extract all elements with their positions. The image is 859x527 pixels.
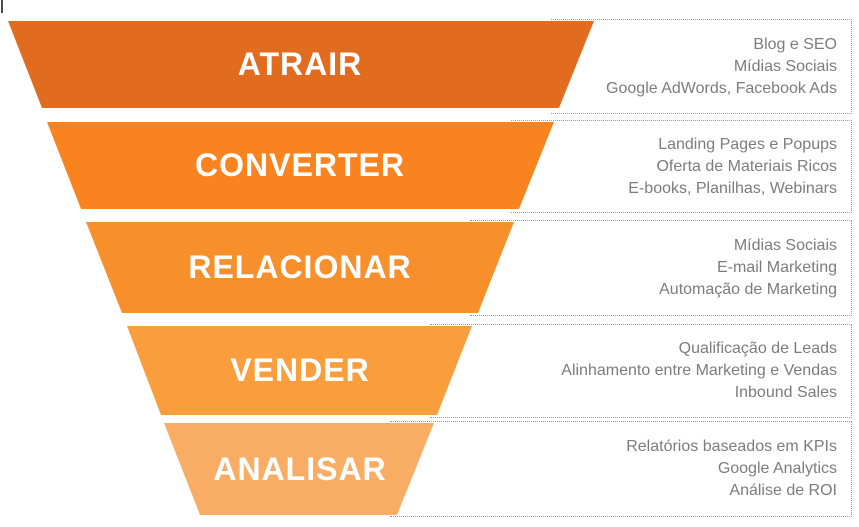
funnel-stage-label: CONVERTER — [195, 147, 405, 183]
note-line: Blog e SEO — [753, 35, 837, 53]
note-line: Inbound Sales — [734, 384, 837, 401]
funnel-stage-atrair: ATRAIR — [8, 21, 594, 108]
funnel-stage-relacionar: RELACIONAR — [86, 222, 514, 313]
funnel-stage-label: RELACIONAR — [188, 249, 412, 285]
stray-mark — [1, 0, 3, 13]
stage-notes-analisar: Relatórios baseados em KPIs Google Analy… — [390, 421, 852, 517]
note-line: Qualificação de Leads — [678, 340, 837, 357]
funnel-stage-vender: VENDER — [127, 326, 472, 415]
funnel-stage-label: VENDER — [230, 352, 370, 388]
note-line: Mídias Sociais — [733, 57, 837, 75]
note-line: Landing Pages e Popups — [658, 135, 837, 153]
note-line: Alinhamento entre Marketing e Vendas — [561, 362, 837, 379]
note-line: Google Analytics — [717, 460, 837, 477]
note-line: Análise de ROI — [729, 482, 837, 499]
funnel-stage-label: ATRAIR — [237, 46, 363, 82]
stage-notes-atrair: Blog e SEO Mídias Sociais Google AdWords… — [551, 19, 852, 114]
note-line: Mídias Sociais — [733, 237, 837, 254]
note-line: E-mail Marketing — [716, 259, 837, 276]
note-line: Automação de Marketing — [659, 281, 837, 298]
note-line: E-books, Planilhas, Webinars — [628, 179, 837, 197]
stage-notes-relacionar: Mídias Sociais E-mail Marketing Automaçã… — [470, 220, 852, 316]
funnel-stage-converter: CONVERTER — [47, 122, 554, 209]
note-line: Google AdWords, Facebook Ads — [606, 79, 837, 97]
stage-notes-vender: Qualificação de Leads Alinhamento entre … — [430, 324, 852, 418]
funnel-stage-label: ANALISAR — [213, 450, 387, 487]
stage-notes-converter: Landing Pages e Popups Oferta de Materia… — [511, 120, 852, 213]
note-line: Relatórios baseados em KPIs — [626, 438, 837, 455]
note-line: Oferta de Materiais Ricos — [656, 157, 837, 175]
funnel-stage-analisar: ANALISAR — [164, 423, 434, 515]
